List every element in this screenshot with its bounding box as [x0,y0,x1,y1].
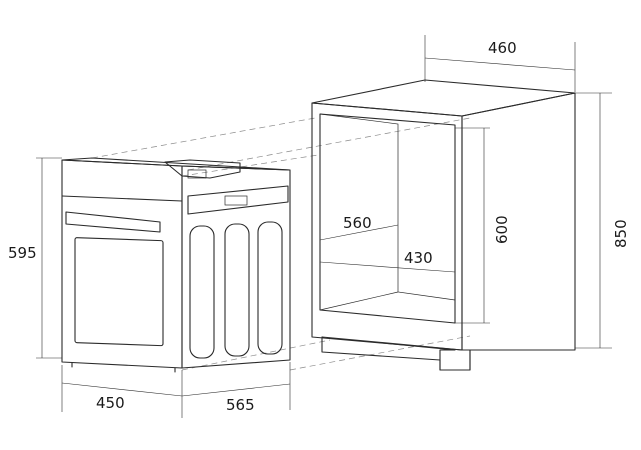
label-oven-width: 450 [96,394,125,412]
projection-lines [91,117,471,371]
oven-side-slot [224,195,248,206]
cabinet-front [311,102,463,351]
label-oven-depth: 565 [226,396,255,414]
label-cavity-height: 600 [493,215,511,244]
oven-front [61,159,183,369]
oven-window [74,237,164,347]
cabinet-side [461,92,576,351]
oven-side-recess-3 [257,221,283,355]
oven-vent [164,159,241,179]
oven-vent-slot [187,169,207,179]
label-cabinet-width: 460 [488,39,517,57]
oven-handle [65,211,161,233]
oven-side-box [187,185,289,215]
oven-drawing [61,157,291,373]
oven-side [181,165,291,369]
cabinet-cavity [319,113,456,324]
oven-side-recess-1 [189,225,215,359]
cabinet-top [311,79,576,117]
label-cabinet-height: 850 [612,219,630,248]
label-cavity-depth: 560 [343,214,372,232]
label-oven-height: 595 [8,244,37,262]
dimension-lines [36,35,612,418]
label-cavity-width: 430 [404,249,433,267]
oven-side-recess-2 [224,223,250,357]
